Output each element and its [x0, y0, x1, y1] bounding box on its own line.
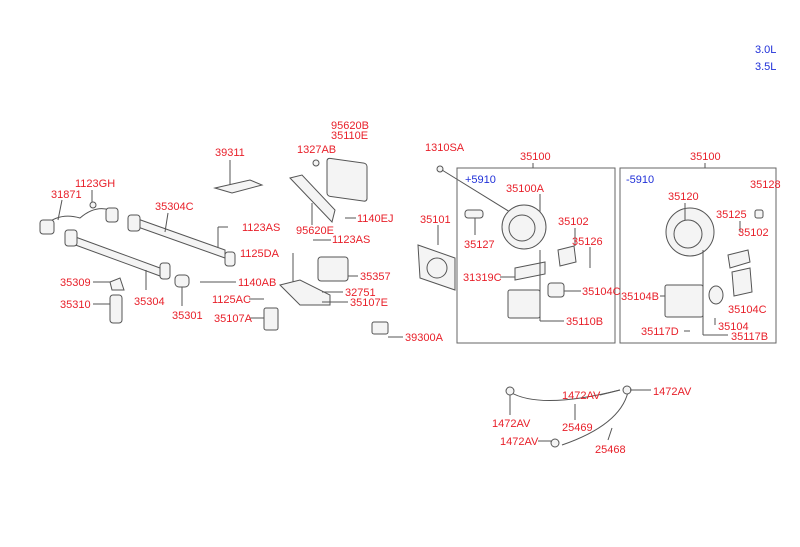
part-label[interactable]: 35104C: [728, 304, 767, 316]
part-label[interactable]: 35304C: [155, 201, 194, 213]
part-label[interactable]: 1472AV: [500, 436, 539, 448]
box-left-variant: +5910: [465, 174, 496, 186]
part-label[interactable]: 35107E: [350, 297, 388, 309]
part-label[interactable]: 35120: [668, 191, 699, 203]
part-label[interactable]: 95620E: [296, 225, 334, 237]
part-drawings: [39, 157, 764, 448]
part-label[interactable]: 1310SA: [425, 142, 465, 154]
part-label[interactable]: 39311: [215, 147, 245, 159]
part-label[interactable]: 32751: [345, 287, 376, 299]
part-label[interactable]: 1472AV: [562, 390, 601, 402]
part-label[interactable]: 1327AB: [297, 144, 336, 156]
part-label[interactable]: 35127: [464, 239, 495, 251]
part-label[interactable]: 35102: [738, 227, 769, 239]
part-label[interactable]: 31871: [51, 189, 82, 201]
part-label[interactable]: 35125: [716, 209, 747, 221]
part-label[interactable]: 1125DA: [240, 248, 280, 260]
box-variant-plus: [456, 167, 616, 344]
part-labels: 95620B 35110E 39311 1327AB 1123GH 31871 …: [51, 120, 781, 456]
injector-35310: [109, 294, 123, 324]
part-label[interactable]: 35128: [750, 179, 781, 191]
fuel-rail-35304C: [134, 217, 226, 259]
fuel-rail-35304: [69, 234, 161, 277]
part-label[interactable]: 35357: [360, 271, 391, 283]
part-label[interactable]: 35304: [134, 296, 165, 308]
variant-3-0l: 3.0L: [755, 44, 776, 56]
part-label[interactable]: 35126: [572, 236, 603, 248]
part-label[interactable]: 35102: [558, 216, 589, 228]
variant-3-5l: 3.5L: [755, 61, 776, 73]
part-label[interactable]: 1123GH: [75, 178, 115, 190]
hose-25468: [561, 391, 629, 446]
part-label[interactable]: 35104: [718, 321, 749, 333]
fuel-pipe-31871: [44, 208, 111, 226]
part-label[interactable]: 35104C: [582, 286, 621, 298]
part-label[interactable]: 35104B: [621, 291, 659, 303]
box-right-part: 35100: [690, 151, 721, 163]
leader-lines: [57, 160, 741, 442]
part-label[interactable]: 95620B: [331, 120, 369, 132]
part-label[interactable]: 35110E: [331, 130, 368, 142]
module-35110E: [326, 157, 368, 202]
part-label[interactable]: 1472AV: [492, 418, 531, 430]
part-label[interactable]: 1140EJ: [357, 213, 394, 225]
part-label[interactable]: 35309: [60, 277, 91, 289]
part-label[interactable]: 25469: [562, 422, 593, 434]
box-left-part: 35100: [520, 151, 551, 163]
part-label[interactable]: 35301: [172, 310, 203, 322]
part-label[interactable]: 39300A: [405, 332, 444, 344]
part-label[interactable]: 1140AB: [238, 277, 276, 289]
box-variant-minus: [619, 167, 777, 344]
part-label[interactable]: 35310: [60, 299, 91, 311]
part-label[interactable]: 35100A: [506, 183, 545, 195]
part-label[interactable]: 35110B: [566, 316, 603, 328]
part-label[interactable]: 35107A: [214, 313, 253, 325]
part-label[interactable]: 1123AS: [242, 222, 280, 234]
part-label[interactable]: 31319C: [463, 272, 502, 284]
part-label[interactable]: 25468: [595, 444, 626, 456]
part-label[interactable]: 1125AC: [212, 294, 251, 306]
part-label[interactable]: 1472AV: [653, 386, 692, 398]
box-right-variant: -5910: [626, 174, 654, 186]
part-label[interactable]: 35117B: [731, 331, 768, 343]
part-label[interactable]: 1123AS: [332, 234, 370, 246]
part-label[interactable]: 35101: [420, 214, 451, 226]
part-label[interactable]: 35117D: [641, 326, 679, 338]
